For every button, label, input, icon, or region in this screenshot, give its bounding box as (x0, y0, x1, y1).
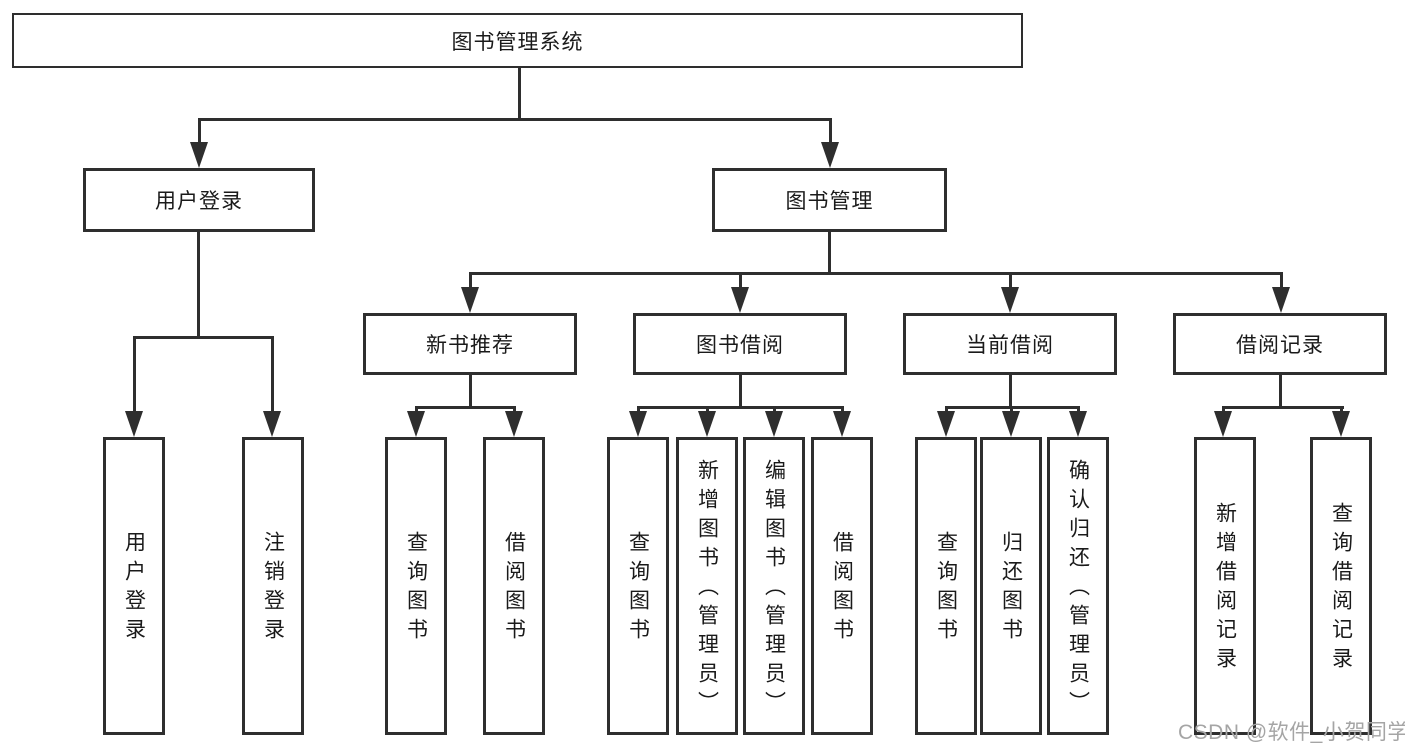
node-label: 编辑图书（管理员） (762, 458, 786, 720)
node-label: 图书借阅 (696, 334, 784, 357)
arrow-down-icon (125, 411, 143, 437)
node-label: 查询借阅记录 (1329, 502, 1353, 676)
connector-line (1009, 272, 1012, 292)
node-label: 确认归还（管理员） (1066, 458, 1090, 720)
connector-line (197, 232, 200, 338)
node-label: 查询图书 (626, 531, 650, 647)
node-label: 查询图书 (934, 531, 958, 647)
arrow-down-icon (821, 142, 839, 168)
leaf-logout: 注销登录 (242, 437, 304, 735)
leaf-query-books-recommend: 查询图书 (385, 437, 447, 735)
node-label: 借阅记录 (1236, 334, 1324, 357)
node-book-borrow: 图书借阅 (633, 313, 847, 375)
node-label: 当前借阅 (966, 334, 1054, 357)
leaf-edit-book-admin: 编辑图书（管理员） (743, 437, 805, 735)
connector-line (198, 118, 832, 121)
node-user-login: 用户登录 (83, 168, 315, 232)
arrow-down-icon (833, 411, 851, 437)
connector-line (829, 118, 832, 146)
connector-line (518, 68, 521, 120)
node-borrow-records: 借阅记录 (1173, 313, 1387, 375)
connector-line (739, 375, 742, 408)
node-label: 新增借阅记录 (1213, 502, 1237, 676)
leaf-add-borrow-record: 新增借阅记录 (1194, 437, 1256, 735)
arrow-down-icon (629, 411, 647, 437)
node-label: 用户登录 (122, 531, 146, 647)
node-label: 新增图书（管理员） (695, 458, 719, 720)
connector-line (469, 272, 1283, 275)
node-label: 用户登录 (155, 190, 243, 213)
arrow-down-icon (698, 411, 716, 437)
connector-line (739, 272, 742, 292)
arrow-down-icon (937, 411, 955, 437)
arrow-down-icon (263, 411, 281, 437)
leaf-borrow-books-recommend: 借阅图书 (483, 437, 545, 735)
connector-line (828, 232, 831, 274)
arrow-down-icon (505, 411, 523, 437)
leaf-add-book-admin: 新增图书（管理员） (676, 437, 738, 735)
connector-line (198, 118, 201, 146)
node-label: 查询图书 (404, 531, 428, 647)
connector-line (469, 272, 472, 292)
node-label: 图书管理 (785, 190, 874, 213)
arrow-down-icon (190, 142, 208, 168)
connector-line (415, 406, 516, 409)
arrow-down-icon (1214, 411, 1232, 437)
node-library-management-system: 图书管理系统 (12, 13, 1023, 68)
arrow-down-icon (1332, 411, 1350, 437)
connector-line (1279, 375, 1282, 408)
arrow-down-icon (731, 287, 749, 313)
leaf-confirm-return-admin: 确认归还（管理员） (1047, 437, 1109, 735)
leaf-return-book: 归还图书 (980, 437, 1042, 735)
node-label: 新书推荐 (426, 334, 514, 357)
arrow-down-icon (1069, 411, 1087, 437)
connector-line (133, 336, 274, 339)
connector-line (1222, 406, 1344, 409)
arrow-down-icon (407, 411, 425, 437)
connector-line (271, 336, 274, 416)
connector-line (637, 406, 844, 409)
connector-line (1280, 272, 1283, 292)
leaf-query-books-borrow: 查询图书 (607, 437, 669, 735)
connector-line (133, 336, 136, 416)
connector-line (469, 375, 472, 408)
leaf-user-login: 用户登录 (103, 437, 165, 735)
node-label: 借阅图书 (830, 531, 854, 647)
leaf-query-books-current: 查询图书 (915, 437, 977, 735)
arrow-down-icon (1001, 287, 1019, 313)
arrow-down-icon (1002, 411, 1020, 437)
connector-line (1009, 375, 1012, 408)
node-label: 注销登录 (261, 531, 285, 647)
node-book-management: 图书管理 (712, 168, 947, 232)
node-label: 归还图书 (999, 531, 1023, 647)
arrow-down-icon (461, 287, 479, 313)
node-label: 借阅图书 (502, 531, 526, 647)
node-current-borrow: 当前借阅 (903, 313, 1117, 375)
node-new-book-recommend: 新书推荐 (363, 313, 577, 375)
leaf-borrow-books: 借阅图书 (811, 437, 873, 735)
arrow-down-icon (765, 411, 783, 437)
arrow-down-icon (1272, 287, 1290, 313)
leaf-query-borrow-record: 查询借阅记录 (1310, 437, 1372, 735)
node-label: 图书管理系统 (451, 30, 584, 54)
csdn-watermark: CSDN @软件_小贺同学 (1178, 721, 1405, 744)
